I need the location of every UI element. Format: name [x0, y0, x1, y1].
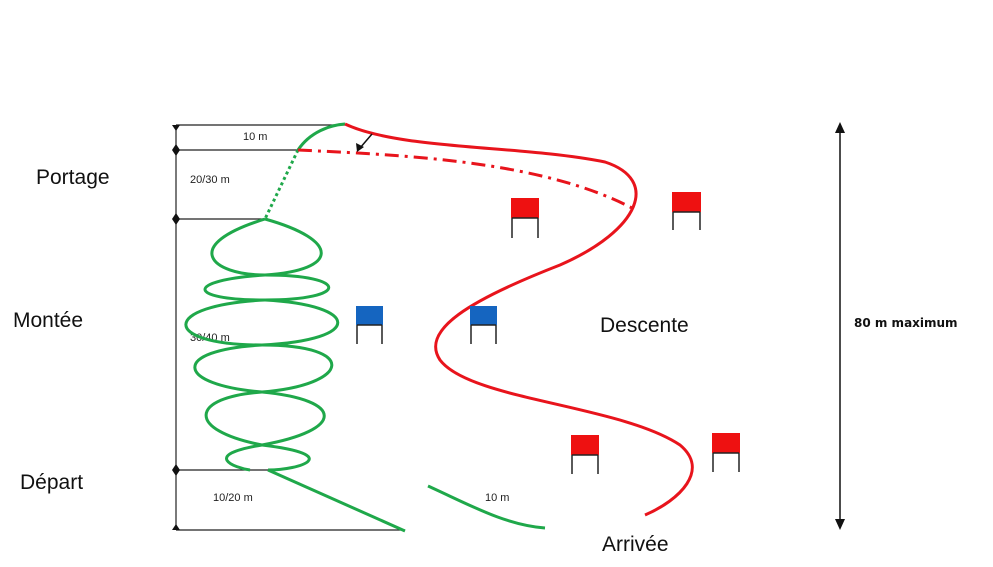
red-gate-3 [571, 435, 599, 474]
ascent-depart-line [267, 468, 406, 533]
ascent-zigzag-b [193, 217, 340, 472]
blue-gate-2 [470, 306, 497, 344]
dim-portage-height: 20/30 m [190, 174, 230, 186]
ascent-summit-segment [296, 122, 346, 151]
dim-top-width: 10 m [243, 131, 267, 143]
dim-depart-height: 10/20 m [213, 492, 253, 504]
summit-arrow [356, 133, 373, 152]
label-arrivee: Arrivée [602, 533, 669, 556]
descent-dashdot-transfer [297, 148, 633, 210]
label-portage: Portage [36, 166, 110, 189]
label-montee: Montée [13, 309, 84, 332]
bottom-transfer-line [427, 484, 546, 530]
dim-bottom-width: 10 m [485, 492, 509, 504]
ascent-portage-dotted [263, 149, 300, 220]
descent-course [344, 122, 694, 517]
label-total-height: 80 m maximum [854, 316, 958, 330]
blue-gate-1 [356, 306, 383, 344]
label-depart: Départ [20, 471, 84, 494]
left-dimension-arrowheads [172, 125, 180, 530]
total-height-arrow [835, 122, 845, 530]
red-gate-2 [672, 192, 701, 230]
red-gate-1 [511, 198, 539, 238]
red-gate-4 [712, 433, 740, 472]
label-descente: Descente [600, 314, 689, 337]
left-dimension-guides [175, 124, 405, 531]
